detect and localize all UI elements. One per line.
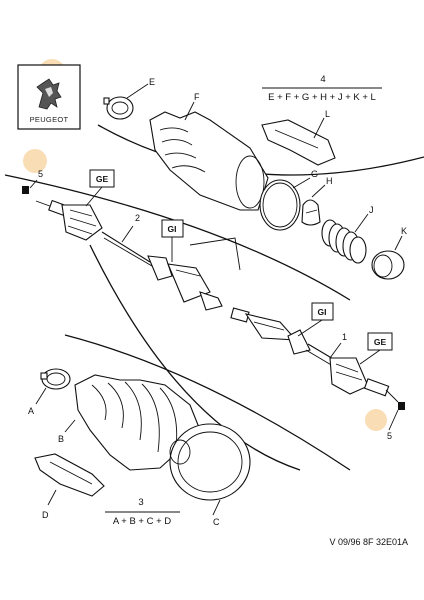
kit-3-contents: A + B + C + D [113,516,171,527]
brand-badge: PEUGEOT [17,59,81,130]
label-a: A [28,406,34,416]
label-g: G [311,169,318,179]
svg-text:GI: GI [318,307,327,317]
part-d-pad [34,453,105,497]
svg-text:GE: GE [374,337,387,347]
part-f-boot [149,111,269,211]
box-ge-left: GE [85,169,115,207]
divider-mid [4,174,351,301]
left-driveshaft [35,199,223,311]
peugeot-lion-logo [36,78,62,110]
part-j-spring [321,219,367,264]
kit-3-formula: 3 A + B + C + D [105,497,180,527]
box-ge-right: GE [359,332,393,365]
svg-text:GI: GI [168,224,177,234]
part-g-ring [259,179,301,231]
part-a-clamp [40,368,71,390]
highlight-dot-5-left [23,149,47,173]
kit-3-number: 3 [138,497,143,508]
label-5-right: 5 [387,431,392,441]
brand-name: PEUGEOT [30,115,69,124]
box-gi-left: GI [161,219,184,262]
label-d: D [42,510,49,520]
divider-lower [64,334,351,471]
label-2: 2 [135,213,140,223]
svg-text:GE: GE [96,174,109,184]
reference-code: V 09/96 8F 32E01A [329,537,408,547]
label-1: 1 [342,332,347,342]
kit-4-number: 4 [320,74,325,85]
divider-lower-b [89,244,301,471]
label-h: H [326,176,333,186]
highlight-dot-5-right [365,409,387,431]
nut-left [22,186,29,194]
kit-4-formula: 4 E + F + G + H + J + K + L [262,74,382,103]
part-k-cap [371,250,405,280]
part-h-clip [301,199,321,226]
right-driveshaft [230,307,399,403]
part-l-pad [261,119,336,166]
label-f: F [194,92,200,102]
label-5-left: 5 [38,169,43,179]
kit-4-contents: E + F + G + H + J + K + L [268,92,376,103]
box-gi-right: GI [297,302,334,337]
label-c: C [213,517,220,527]
label-b: B [58,434,64,444]
divider-bracket [189,237,241,271]
part-c-cone [169,423,251,501]
part-e-clamp [103,96,134,120]
label-e: E [149,77,155,87]
nut-right [398,402,405,410]
label-l: L [325,109,330,119]
label-j: J [369,205,374,215]
label-k: K [401,226,407,236]
